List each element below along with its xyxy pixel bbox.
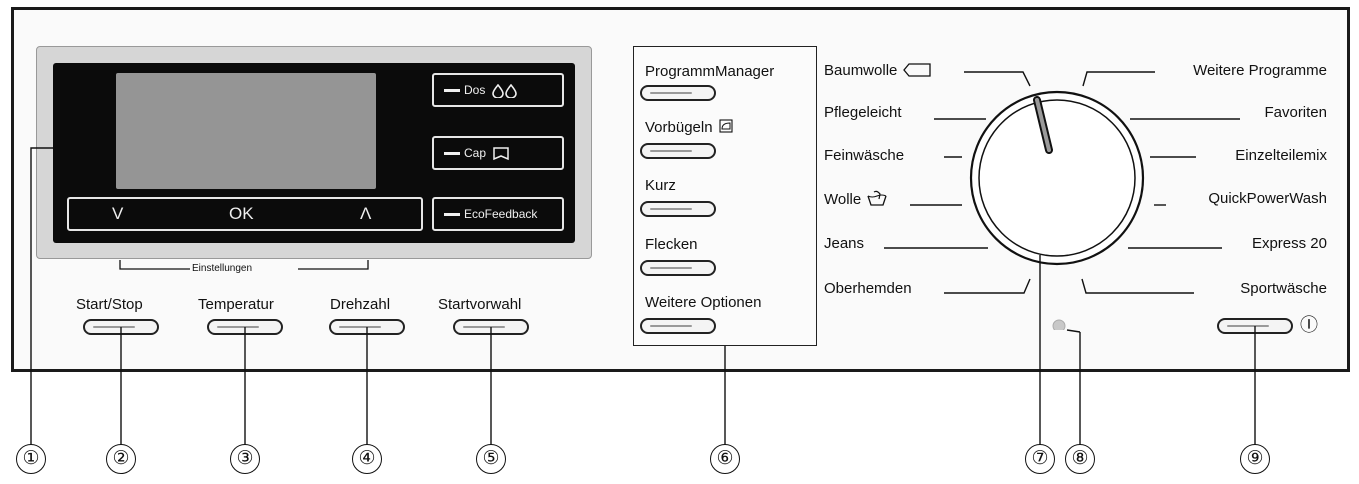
settings-bracket xyxy=(119,260,369,270)
option-weitere-optionen-label: Weitere Optionen xyxy=(645,294,762,311)
program-quickpowerwash-label: QuickPowerWash xyxy=(1208,190,1327,207)
program-einzelteilemix-label: Einzelteilemix xyxy=(1235,147,1327,164)
dos-label: Dos xyxy=(464,83,486,97)
program-wolle-text: Wolle xyxy=(824,191,862,208)
capsule-icon xyxy=(493,147,510,160)
option-vorbuegeln-button[interactable] xyxy=(640,143,716,159)
program-pflegeleicht-label: Pflegeleicht xyxy=(824,104,902,121)
power-icon: Ⓘ xyxy=(1300,315,1318,335)
program-baumwolle-text: Baumwolle xyxy=(824,62,898,79)
program-wolle-label: Wolle xyxy=(824,190,888,209)
ecofeedback-label: EcoFeedback xyxy=(464,207,538,221)
callout-8: ⑧ xyxy=(1065,444,1095,474)
option-kurz-button[interactable] xyxy=(640,201,716,217)
program-jeans-label: Jeans xyxy=(824,235,865,252)
callout-7: ⑦ xyxy=(1025,444,1055,474)
option-programmmanager-button[interactable] xyxy=(640,85,716,101)
option-flecken-label: Flecken xyxy=(645,236,698,253)
handwash-icon xyxy=(867,190,888,206)
dash-mark xyxy=(444,152,460,156)
option-flecken-button[interactable] xyxy=(640,260,716,276)
iron-icon xyxy=(719,119,733,133)
option-weitere-optionen-button[interactable] xyxy=(640,318,716,334)
callout-6: ⑥ xyxy=(710,444,740,474)
program-feinwaesche-label: Feinwäsche xyxy=(824,147,905,164)
program-oberhemden-label: Oberhemden xyxy=(824,280,912,297)
ok-button[interactable]: OK xyxy=(229,204,254,223)
program-express-20-label: Express 20 xyxy=(1251,235,1327,252)
cotton-tag-icon xyxy=(902,63,931,77)
program-favoriten-label: Favoriten xyxy=(1264,104,1327,121)
callout-2: ② xyxy=(106,444,136,474)
callout-3: ③ xyxy=(230,444,260,474)
option-kurz-label: Kurz xyxy=(645,177,676,194)
cap-label: Cap xyxy=(464,146,487,160)
display-screen xyxy=(116,73,376,189)
program-selector-dial[interactable] xyxy=(820,60,1350,330)
callout-1: ① xyxy=(16,444,46,474)
program-baumwolle-label: Baumwolle xyxy=(824,62,931,80)
ecofeedback-button[interactable]: EcoFeedback xyxy=(432,197,564,231)
arrow-down-button[interactable]: V xyxy=(112,204,124,223)
option-vorbuegeln-label: Vorbügeln xyxy=(645,119,733,137)
dash-mark xyxy=(444,89,460,93)
delay-start-label: Startvorwahl xyxy=(438,296,522,313)
dash-mark xyxy=(444,213,460,217)
navigation-bar xyxy=(67,197,423,231)
arrow-up-button[interactable]: Λ xyxy=(360,204,372,223)
dos-button[interactable]: Dos xyxy=(432,73,564,107)
droplet-icon xyxy=(491,83,517,99)
callout-5: ⑤ xyxy=(476,444,506,474)
callout-4: ④ xyxy=(352,444,382,474)
program-weitere-programme-label: Weitere Programme xyxy=(1193,62,1327,79)
temperature-label: Temperatur xyxy=(198,296,274,313)
spin-speed-label: Drehzahl xyxy=(330,296,391,313)
cap-button[interactable]: Cap xyxy=(432,136,564,170)
callout-9: ⑨ xyxy=(1240,444,1270,474)
option-vorbuegeln-text: Vorbügeln xyxy=(645,119,713,136)
start-stop-label: Start/Stop xyxy=(76,296,143,313)
option-programmmanager-label: ProgrammManager xyxy=(645,63,775,80)
settings-label: Einstellungen xyxy=(192,263,253,274)
program-sportwaesche-label: Sportwäsche xyxy=(1240,280,1327,297)
